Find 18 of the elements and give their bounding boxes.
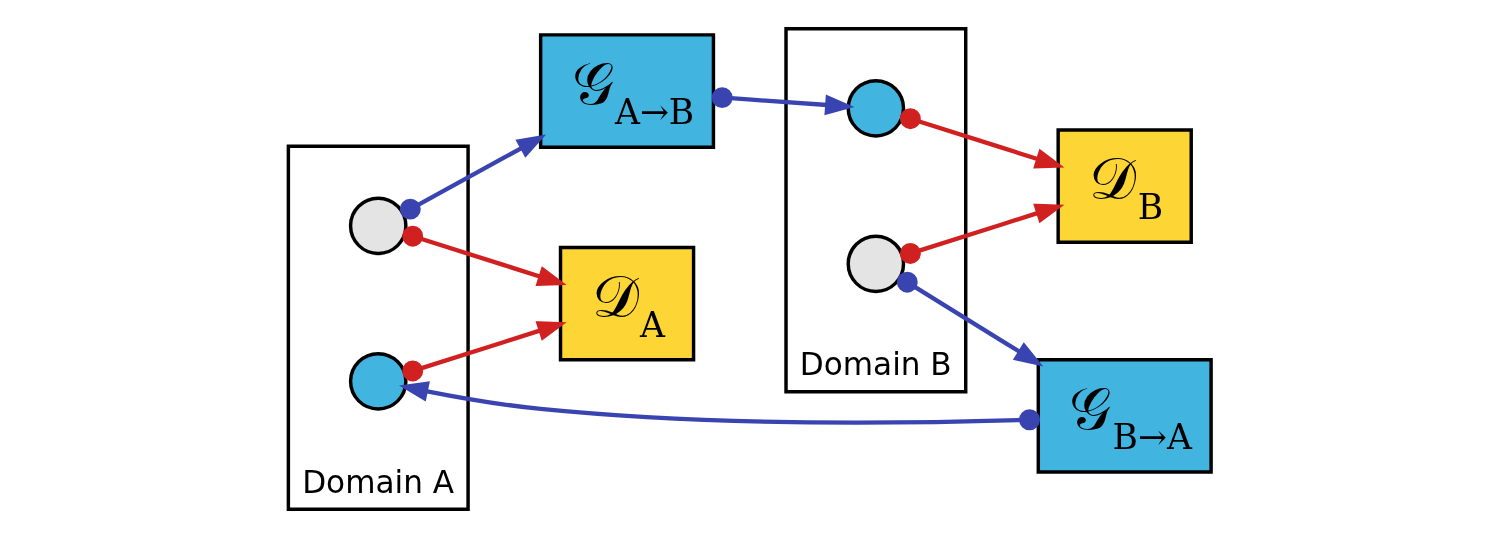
arrow xyxy=(399,381,1040,431)
arrow xyxy=(896,271,1044,367)
node-box: 𝒢$_{A→B}$ xyxy=(538,33,716,149)
node-box: 𝒢$_{B→A}$ xyxy=(1036,358,1213,474)
node-box: 𝒟$_{B}$ xyxy=(1056,128,1193,244)
node-box: 𝒟$_{A}$ xyxy=(558,245,696,362)
arrow xyxy=(402,225,567,286)
node-circle xyxy=(348,351,408,411)
cluster: Domain A xyxy=(286,144,470,511)
arrow xyxy=(399,134,547,220)
arrow xyxy=(899,203,1065,264)
node-circle xyxy=(846,234,906,294)
arrow xyxy=(402,321,567,382)
node-circle xyxy=(846,78,906,138)
arrow xyxy=(711,87,855,116)
cluster: Domain B xyxy=(784,27,968,394)
arrow xyxy=(899,108,1065,169)
node-circle xyxy=(348,196,408,256)
